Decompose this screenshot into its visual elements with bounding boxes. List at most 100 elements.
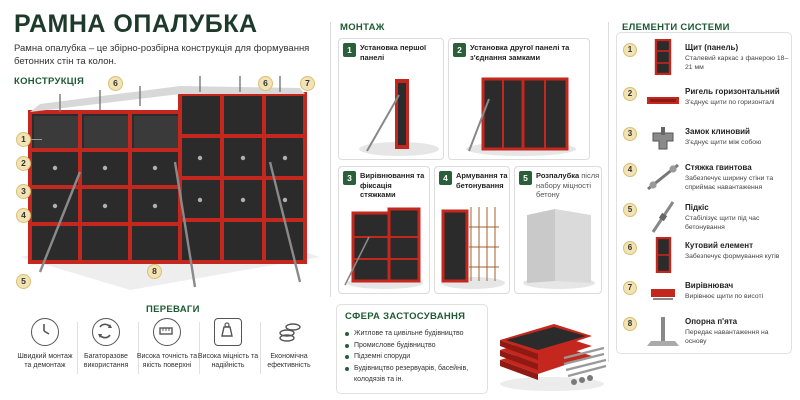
elements-panel: 1 Щит (панель) Сталевий каркас з фанерою… — [616, 32, 792, 354]
advantage-separator — [199, 322, 200, 374]
construction-marker-2: 2 — [16, 156, 31, 171]
element-row-2: 2 Ригель горизонтальний З'єднує щити по … — [617, 83, 793, 123]
step-number: 3 — [343, 171, 356, 185]
element-number: 4 — [623, 163, 637, 177]
step-1-image — [359, 79, 439, 156]
prop-icon — [651, 201, 675, 233]
application-item: Будівництво резервуарів, басейнів, колод… — [345, 363, 479, 386]
element-number: 8 — [623, 317, 637, 331]
aligner-icon — [651, 289, 675, 300]
element-name: Підкіс — [685, 203, 709, 212]
montage-step-1: 1 Установка першої панелі — [338, 38, 444, 160]
element-row-7: 7 Вирівнювач Вирівнює щити по висоті — [617, 277, 793, 317]
element-name: Стяжка гвинтова — [685, 163, 752, 172]
advantage-item: Економічна ефективність — [258, 318, 320, 370]
element-row-5: 5 Підкіс Стабілізує щити під час бетонув… — [617, 199, 793, 239]
advantage-item: Висока точність та якість поверхні — [136, 318, 198, 370]
construction-marker-8: 8 — [147, 264, 162, 279]
step-number: 4 — [439, 171, 452, 185]
element-desc: Передає навантаження на основу — [685, 329, 769, 345]
construction-marker-6b: 6 — [258, 76, 273, 91]
section-application-title: СФЕРА ЗАСТОСУВАННЯ — [345, 311, 466, 322]
application-item: Підземні споруди — [345, 351, 479, 363]
weight-icon — [214, 318, 242, 346]
step-number: 1 — [343, 43, 356, 57]
construction-marker-3: 3 — [16, 184, 31, 199]
advantage-item: Багаторазове використання — [75, 318, 137, 370]
element-name: Ригель горизонтальний — [685, 87, 780, 96]
step-3-image — [344, 207, 423, 289]
section-elements-title: ЕЛЕМЕНТИ СИСТЕМИ — [622, 22, 730, 33]
element-desc: Стабілізує щити під час бетонування — [685, 215, 760, 231]
formwork-corner-drawing — [20, 76, 320, 290]
element-desc: Вирівнює щити по висоті — [685, 293, 764, 300]
advantage-label: Висока міцність та надійність — [197, 353, 259, 369]
construction-marker-7: 7 — [300, 76, 315, 91]
element-name: Вирівнювач — [685, 281, 734, 290]
construction-illustration: 1 2 3 4 5 6 6 7 8 — [0, 72, 330, 297]
page-title: РАМНА ОПАЛУБКА — [14, 10, 258, 38]
step-title: Установка першої панелі — [360, 43, 427, 62]
step-number: 5 — [519, 171, 532, 185]
element-row-6: 6 Кутовий елемент Забезпечує формування … — [617, 237, 793, 277]
element-row-8: 8 Опорна п'ята Передає навантаження на о… — [617, 313, 793, 353]
element-desc: Забезпечує ширину стіни та сприймає нава… — [685, 175, 774, 191]
element-number: 2 — [623, 87, 637, 101]
step-4-image — [441, 207, 505, 289]
advantage-separator — [260, 322, 261, 374]
construction-marker-4: 4 — [16, 208, 31, 223]
element-number: 1 — [623, 43, 637, 57]
step-title: Установка другої панелі та з'єднання зам… — [470, 43, 570, 62]
clamp-icon — [652, 127, 674, 150]
ruler-icon — [153, 318, 181, 346]
recycle-icon — [92, 318, 120, 346]
step-number: 2 — [453, 43, 466, 57]
element-row-1: 1 Щит (панель) Сталевий каркас з фанерою… — [617, 39, 793, 79]
montage-step-3: 3 Вирівнювання та фіксація стяжками — [338, 166, 430, 294]
section-construction-title: КОНСТРУКЦІЯ — [14, 76, 85, 87]
section-advantages-title: ПЕРЕВАГИ — [146, 304, 200, 315]
element-number: 7 — [623, 281, 637, 295]
element-name: Щит (панель) — [685, 43, 739, 52]
element-desc: З'єднує щити між собою — [685, 139, 762, 146]
page-description: Рамна опалубка – це збірно-розбірна конс… — [14, 43, 310, 67]
step-2-image — [466, 77, 576, 156]
advantage-item: Швидкий монтаж та демонтаж — [14, 318, 76, 370]
element-name: Замок клиновий — [685, 127, 750, 136]
application-box: СФЕРА ЗАСТОСУВАННЯ Житлове та цивільне б… — [336, 304, 488, 394]
application-list: Житлове та цивільне будівництво Промисло… — [345, 328, 479, 386]
tie-rod-icon — [647, 163, 679, 191]
element-number: 6 — [623, 241, 637, 255]
construction-marker-6a: 6 — [108, 76, 123, 91]
section-montage-title: МОНТАЖ — [340, 22, 385, 33]
base-plate-icon — [647, 317, 679, 346]
montage-step-4: 4 Армування та бетонування — [434, 166, 510, 294]
application-item: Житлове та цивільне будівництво — [345, 328, 479, 340]
application-item: Промислове будівництво — [345, 340, 479, 352]
construction-marker-1: 1 — [16, 132, 31, 147]
element-number: 3 — [623, 127, 637, 141]
montage-step-5: 5 Розпалубка після набору міцності бетон… — [514, 166, 602, 294]
advantage-label: Економічна ефективність — [267, 353, 311, 369]
beam-icon — [647, 97, 679, 104]
element-desc: Забезпечує формування кутів — [685, 253, 780, 260]
divider-left — [330, 22, 331, 297]
corner-icon — [655, 237, 672, 273]
step-5-image — [523, 209, 595, 289]
element-row-3: 3 Замок клиновий З'єднує щити між собою — [617, 123, 793, 163]
advantage-separator — [138, 322, 139, 374]
step-title: Армування та бетонування — [456, 171, 508, 190]
step-title: Вирівнювання та фіксація стяжками — [360, 171, 425, 199]
advantage-label: Багаторазове використання — [83, 353, 129, 369]
divider-right — [608, 22, 609, 362]
element-desc: З'єднує щити по горизонталі — [685, 99, 775, 106]
clock-icon — [31, 318, 59, 346]
element-number: 5 — [623, 203, 637, 217]
construction-marker-5: 5 — [16, 274, 31, 289]
advantage-separator — [77, 322, 78, 374]
advantage-label: Швидкий монтаж та демонтаж — [17, 353, 73, 369]
advantage-label: Висока точність та якість поверхні — [136, 353, 198, 369]
step-title: Розпалубка після набору міцності бетону — [536, 171, 601, 200]
advantages-row: Швидкий монтаж та демонтаж Багаторазове … — [14, 318, 320, 394]
